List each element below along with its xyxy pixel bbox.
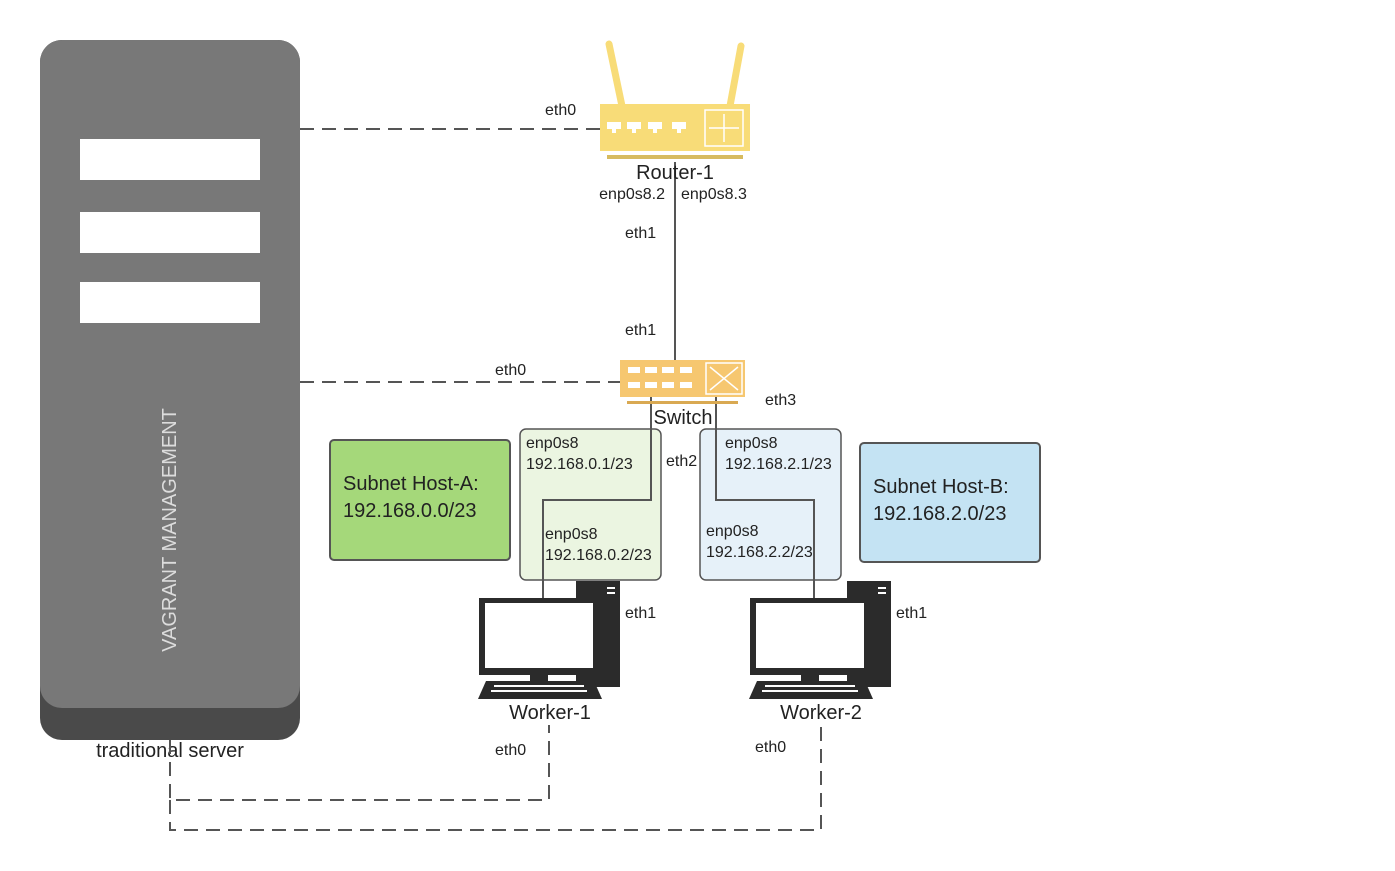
subnet-a-title: Subnet Host-A: <box>343 473 479 495</box>
server-drive-bay-1 <box>80 139 260 180</box>
management-links <box>169 128 822 831</box>
server-body <box>40 40 300 708</box>
traditional-server: VAGRANT MANAGEMENT traditional server <box>40 40 300 762</box>
data-links <box>542 162 815 600</box>
subnet-a-gw-ip: 192.168.0.1/23 <box>526 456 633 473</box>
router-eth1-label: eth1 <box>625 225 656 242</box>
router-subif-right: enp0s8.3 <box>681 186 747 203</box>
switch-stand <box>627 401 738 404</box>
subnet-a-box <box>329 439 511 561</box>
subnet-a-host-ip: 192.168.0.2/23 <box>545 547 652 564</box>
server-drive-bay-3 <box>80 282 260 323</box>
switch-cross-icon <box>705 362 743 395</box>
worker-1-screen <box>485 603 593 668</box>
server-vertical-label: VAGRANT MANAGEMENT <box>159 408 181 652</box>
worker-2-computer-icon <box>749 581 891 699</box>
switch-name: Switch <box>654 407 713 429</box>
worker-2-eth1-label: eth1 <box>896 605 927 622</box>
worker-1-eth1-label: eth1 <box>625 605 656 622</box>
subnet-b-cidr: 192.168.2.0/23 <box>873 503 1006 525</box>
worker-2-eth0-label: eth0 <box>755 739 786 756</box>
switch-worker2-link <box>715 380 815 600</box>
router-stand <box>607 155 743 159</box>
server-worker2-link <box>169 725 822 831</box>
subnet-a-cidr: 192.168.0.0/23 <box>343 500 476 522</box>
switch-body <box>620 360 745 397</box>
worker-1-computer-icon <box>478 581 620 699</box>
subnet-b-title: Subnet Host-B: <box>873 476 1009 498</box>
subnet-a-gw-iface: enp0s8 <box>526 435 579 452</box>
worker-2-screen <box>756 603 864 668</box>
switch-eth1-label: eth1 <box>625 322 656 339</box>
worker-1-name: Worker-1 <box>509 702 591 724</box>
subnet-b-box <box>859 442 1041 563</box>
router-crosshair-icon <box>704 109 744 147</box>
subnet-b-gw-ip: 192.168.2.1/23 <box>725 456 832 473</box>
router-ports <box>607 122 686 133</box>
switch-eth3-label: eth3 <box>765 392 796 409</box>
server-worker1-link <box>169 725 550 801</box>
subnet-a-link-panel <box>519 428 662 581</box>
switch-worker1-link <box>542 380 652 600</box>
switch-icon <box>620 360 745 404</box>
subnet-a-host-iface: enp0s8 <box>545 526 598 543</box>
router-icon <box>600 40 750 159</box>
worker-1-eth0-label: eth0 <box>495 742 526 759</box>
server-drive-bay-2 <box>80 212 260 253</box>
subnet-b-host-ip: 192.168.2.2/23 <box>706 544 813 561</box>
router-antenna-left <box>605 40 626 110</box>
subnet-b-link-panel <box>699 428 842 581</box>
router-antenna-right <box>726 42 745 110</box>
router-eth0-label: eth0 <box>545 102 576 119</box>
switch-eth2-label: eth2 <box>666 453 697 470</box>
subnet-b-gw-iface: enp0s8 <box>725 435 778 452</box>
switch-eth0-label: eth0 <box>495 362 526 379</box>
router-subif-left: enp0s8.2 <box>599 186 665 203</box>
subnet-b-host-iface: enp0s8 <box>706 523 759 540</box>
router-name: Router-1 <box>636 162 714 184</box>
worker-2-name: Worker-2 <box>780 702 862 724</box>
switch-ports <box>628 367 692 388</box>
